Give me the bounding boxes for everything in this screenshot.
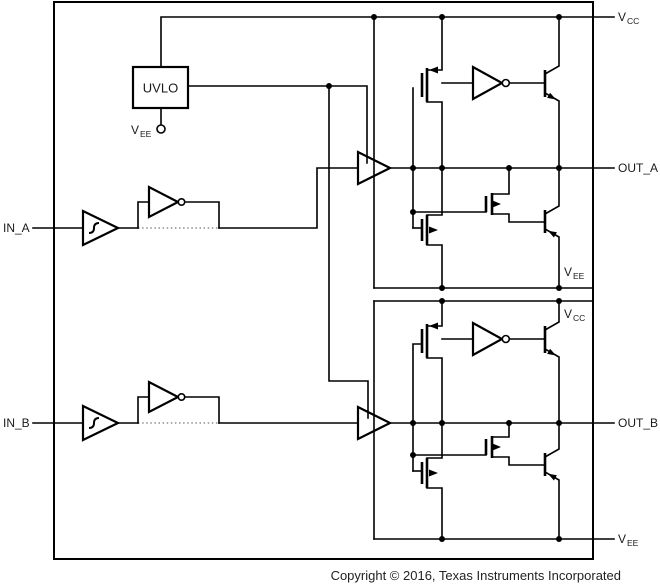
- vcc-pin-label: V: [618, 10, 626, 24]
- out-b-pin-label: OUT_B: [618, 416, 658, 430]
- pnp-pulldown-b-icon: [543, 453, 557, 481]
- schmitt-trigger-b-icon: [81, 404, 121, 442]
- output-b-wires: [373, 300, 615, 540]
- open-circle-terminal-icon: [156, 124, 166, 134]
- vcc-b-rail-label: V: [564, 307, 572, 321]
- uvlo-label: UVLO: [143, 81, 178, 96]
- uvlo-block: UVLO: [131, 65, 190, 134]
- in-b-pin-label: IN_B: [3, 416, 30, 430]
- pin-labels: IN_A IN_B OUT_A OUT_B V CC V EE V EE V C…: [3, 10, 658, 548]
- out-a-pin-label: OUT_A: [618, 161, 658, 175]
- pnp-pulldown-a-icon: [543, 210, 557, 238]
- npn-pullup-b-icon: [543, 326, 556, 356]
- uvlo-vee-sub: EE: [140, 129, 152, 139]
- predriver-buffer-a-icon: [356, 150, 393, 186]
- pmos-b-icon: [420, 322, 438, 358]
- vee-a-rail-sub: EE: [573, 271, 585, 281]
- input-inverter-a-icon: [147, 185, 186, 219]
- nmos-pulldown-a-icon: [420, 215, 438, 245]
- in-a-pin-label: IN_A: [3, 221, 30, 235]
- output-a-wires: [389, 16, 615, 289]
- nmos-mid-b-icon: [484, 436, 501, 458]
- stage-inverter-a-icon: [471, 65, 511, 101]
- nmos-pulldown-b-icon: [420, 458, 438, 488]
- junction-dots: [326, 14, 562, 542]
- nmos-mid-a-icon: [484, 193, 501, 215]
- pmos-a-icon: [420, 66, 438, 102]
- vcc-rail-wires: [160, 16, 615, 289]
- uvlo-wires: [160, 85, 369, 419]
- npn-pullup-a-icon: [543, 70, 556, 100]
- vcc-b-rail-sub: CC: [573, 313, 585, 323]
- vee-a-rail-label: V: [564, 265, 572, 279]
- predriver-buffer-b-icon: [356, 405, 393, 441]
- schmitt-trigger-a-icon: [81, 209, 121, 247]
- input-inverter-b-icon: [147, 380, 186, 414]
- device-boundary-box: [53, 1, 594, 560]
- vee-pin-sub: EE: [627, 538, 639, 548]
- uvlo-vee-label: V: [131, 123, 139, 137]
- copyright-text: Copyright © 2016, Texas Instruments Inco…: [331, 568, 621, 583]
- vee-pin-label: V: [618, 532, 626, 546]
- stage-inverter-b-icon: [471, 321, 511, 357]
- input-b-wires: [32, 396, 359, 424]
- vcc-pin-sub: CC: [627, 16, 639, 26]
- input-a-wires: [32, 167, 359, 229]
